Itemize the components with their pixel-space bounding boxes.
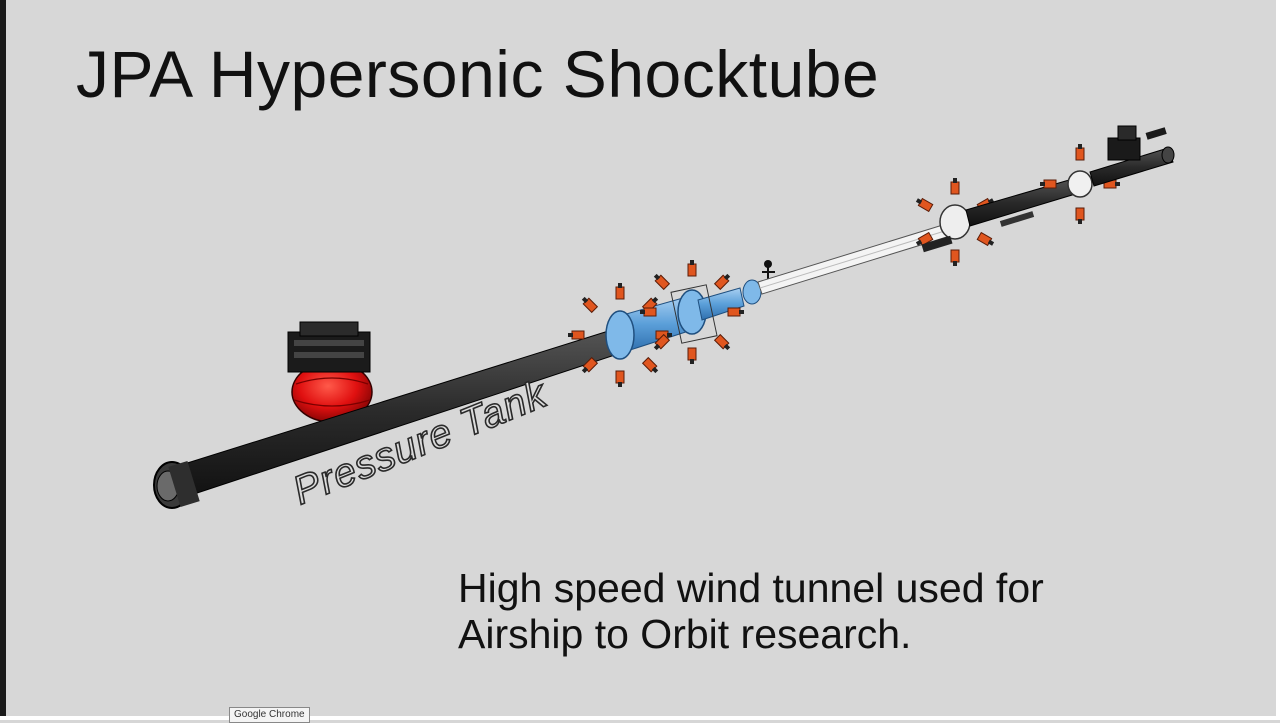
- slide-title: JPA Hypersonic Shocktube: [76, 37, 880, 111]
- taskbar-tooltip: Google Chrome: [229, 707, 310, 723]
- blue-driver-section: [605, 279, 762, 360]
- left-border: [0, 0, 6, 720]
- slide-caption: High speed wind tunnel used for Airship …: [458, 565, 1044, 657]
- pressure-tank-tube: [153, 327, 631, 509]
- caption-line-1: High speed wind tunnel used for: [458, 565, 1044, 611]
- clamp-ring-2: [639, 259, 745, 365]
- right-border: [1276, 0, 1280, 720]
- white-driven-tube: [757, 223, 951, 295]
- dump-tank-tube: [965, 143, 1175, 227]
- vacuum-pump: [1107, 125, 1167, 161]
- valve-icon: [762, 260, 775, 280]
- bottom-border: [0, 716, 1280, 720]
- caption-line-2: Airship to Orbit research.: [458, 611, 912, 657]
- compressor-motor: [287, 321, 371, 373]
